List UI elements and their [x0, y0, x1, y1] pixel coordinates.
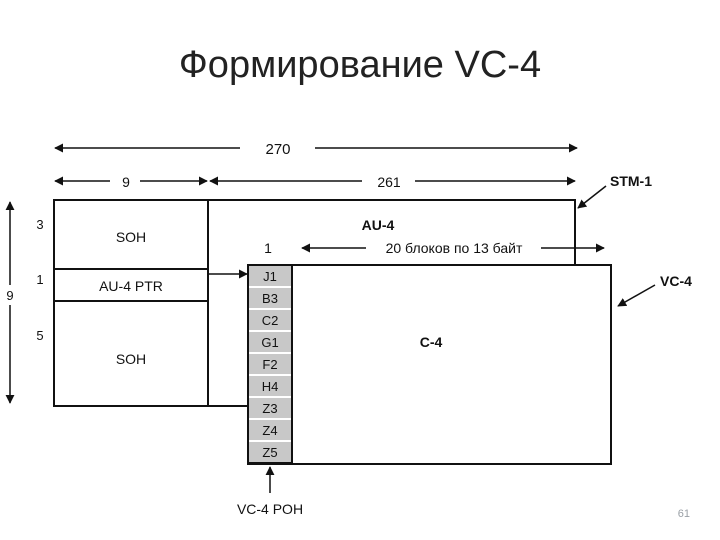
rows-3-label: 3: [36, 217, 43, 232]
vc4-arrow: [617, 284, 656, 307]
poh-byte-label: C2: [262, 313, 279, 328]
blocks-note-label: 20 блоков по 13 байт: [386, 240, 523, 256]
rows-1-label: 1: [36, 272, 43, 287]
dimension-9-rows: 9: [5, 201, 15, 404]
dimension-261-label: 261: [377, 174, 401, 190]
au4-ptr-block: [53, 268, 209, 302]
au4-ptr-label: AU-4 PTR: [99, 278, 163, 294]
rows-5-label: 5: [36, 328, 43, 343]
poh-byte-label: Z3: [262, 401, 277, 416]
stm1-label: STM-1: [610, 173, 652, 189]
soh-bottom-label: SOH: [116, 351, 146, 367]
dimension-9-cols-label: 9: [122, 174, 130, 190]
dimension-261: 261: [209, 174, 576, 190]
vc4-block: [247, 264, 612, 465]
poh-byte-label: F2: [262, 357, 277, 372]
vc4-label: VC-4: [660, 273, 692, 289]
poh-byte-label: B3: [262, 291, 278, 306]
dimension-9-rows-label: 9: [6, 288, 13, 303]
poh-byte-label: H4: [262, 379, 279, 394]
c4-label: C-4: [420, 334, 443, 350]
dimension-270: 270: [54, 141, 578, 158]
dimension-270-label: 270: [265, 141, 290, 158]
poh-column-frame: [247, 264, 293, 464]
soh-top-label: SOH: [116, 229, 146, 245]
poh-label: VC-4 POH: [237, 501, 303, 517]
stm1-arrow: [577, 185, 607, 209]
soh-top-block: [53, 199, 209, 270]
dimension-9-cols: 9: [54, 174, 208, 190]
poh-byte-label: Z4: [262, 423, 277, 438]
poh-byte-label: J1: [263, 269, 277, 284]
poh-byte-label: G1: [261, 335, 278, 350]
slide-title: Формирование VC-4: [178, 44, 542, 86]
au4-label: AU-4: [362, 217, 395, 233]
col-one-label: 1: [264, 240, 272, 256]
page-number: 61: [677, 508, 690, 520]
poh-byte-label: Z5: [262, 445, 277, 460]
